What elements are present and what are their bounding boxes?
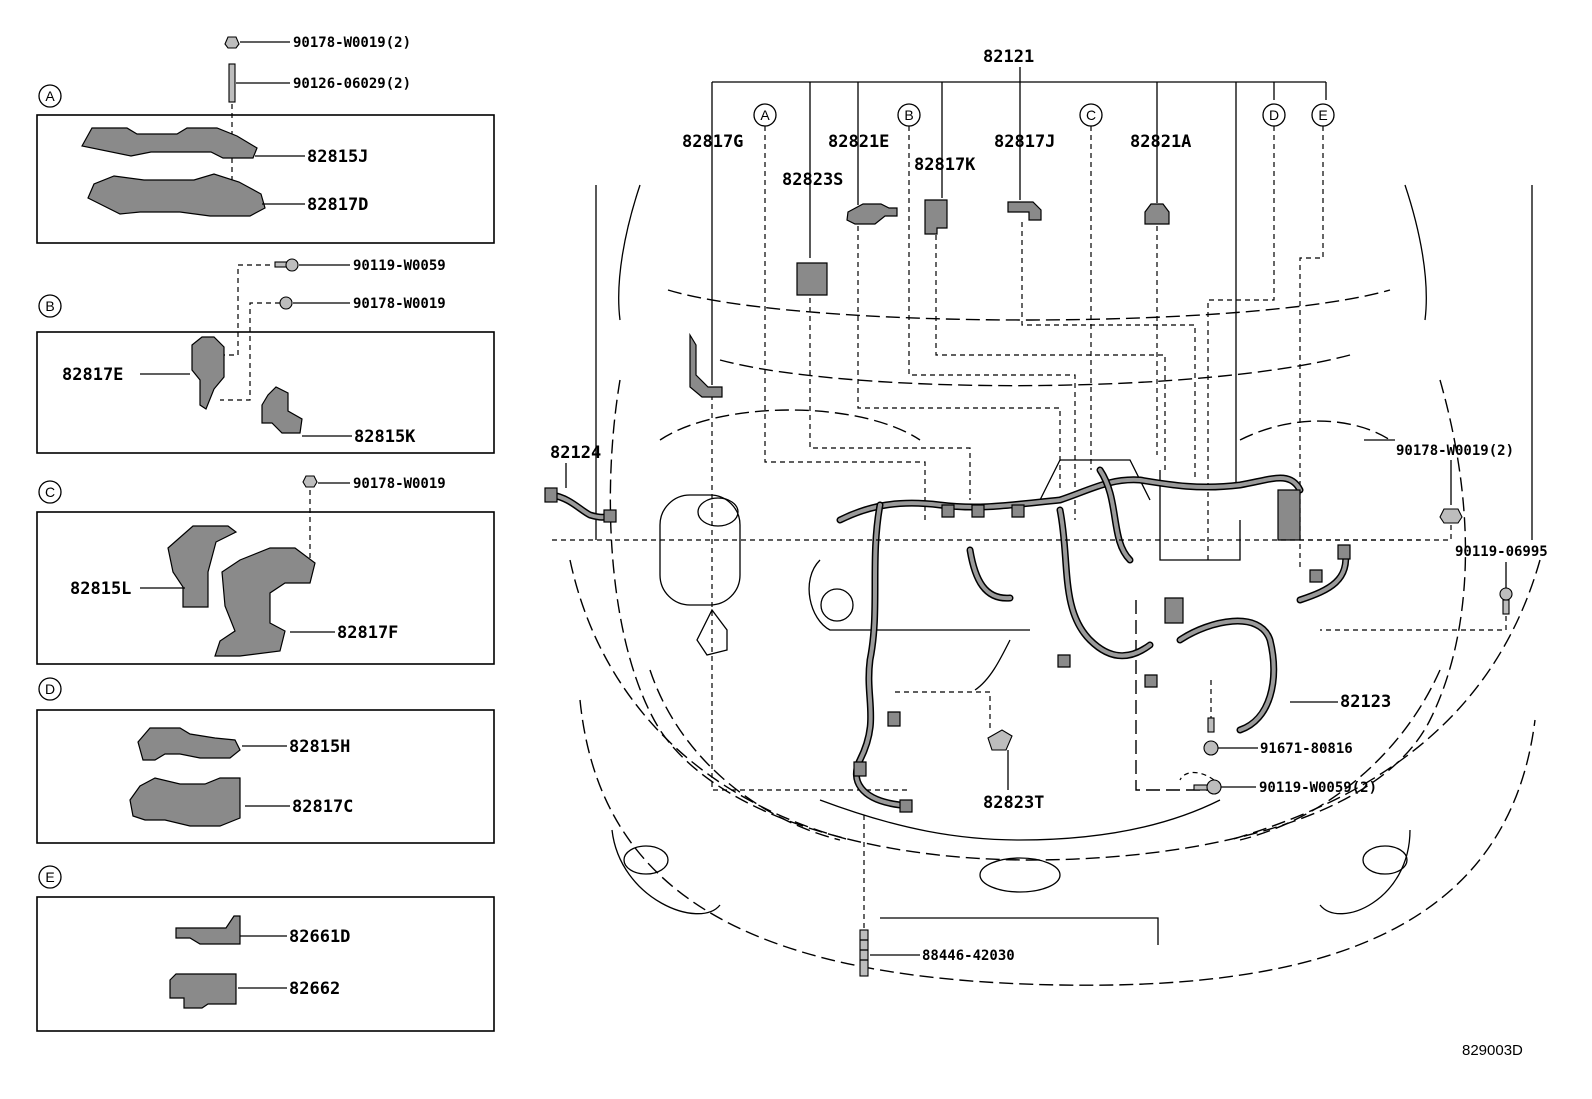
svg-text:A: A xyxy=(760,107,770,123)
fastener-label: 90178-W0019(2) xyxy=(293,35,411,51)
bracket-82815k xyxy=(261,386,303,434)
part-label: 82817J xyxy=(994,132,1055,152)
part-label: 82821A xyxy=(1130,132,1191,152)
part-label: 82823T xyxy=(983,793,1044,813)
holder-82661d xyxy=(175,915,241,945)
bracket-82815j xyxy=(81,127,258,159)
bracket-leaders xyxy=(711,82,1327,482)
panel-letter: A xyxy=(45,88,55,104)
fastener-label: 90119-W0059(2) xyxy=(1259,780,1377,796)
svg-text:B: B xyxy=(904,107,913,123)
fastener-label: 90178-W0019 xyxy=(353,476,446,492)
bracket-82815l xyxy=(167,525,238,608)
panel-e: E 82661D 82662 xyxy=(36,865,495,1032)
part-label: 82124 xyxy=(550,443,601,463)
bracket-82817e xyxy=(191,336,225,410)
part-label: 82817D xyxy=(307,195,368,215)
clamp-82817j xyxy=(1007,201,1042,221)
nut-icon xyxy=(1439,508,1463,524)
part-label: 82821E xyxy=(828,132,889,152)
stud-bolt-icon xyxy=(859,929,869,977)
fastener-label: 91671-80816 xyxy=(1260,741,1353,757)
ref-circle-b: B xyxy=(897,103,921,127)
panel-letter: D xyxy=(45,681,55,697)
bolt-icon xyxy=(1499,587,1513,615)
engine-components xyxy=(659,459,1241,691)
part-label: 82817K xyxy=(914,155,976,175)
fastener-label: 90119-W0059 xyxy=(353,258,446,274)
vehicle-outline xyxy=(569,184,1541,986)
part-label: 82815L xyxy=(70,579,131,599)
part-label: 82661D xyxy=(289,927,350,947)
bracket-82815h xyxy=(137,727,241,761)
svg-text:E: E xyxy=(1318,107,1327,123)
cover-82817c xyxy=(129,777,241,827)
bracket-82817f xyxy=(214,547,316,657)
ref-circle-c: C xyxy=(1079,103,1103,127)
cover-82817d xyxy=(87,173,266,217)
harness-82124 xyxy=(544,487,617,523)
part-label: 82815K xyxy=(354,427,416,447)
panel-letter: B xyxy=(45,298,54,314)
panel-d: D 82815H 82817C xyxy=(36,677,495,844)
nut-icon xyxy=(279,296,293,310)
ref-circle-a: A xyxy=(753,103,777,127)
diagram-reference: 829003D xyxy=(1462,1042,1523,1059)
fastener-label: 90178-W0019(2) xyxy=(1396,443,1514,459)
grommet-82821a xyxy=(1144,203,1170,225)
fastener-label: 90126-06029(2) xyxy=(293,76,411,92)
fastener-label: 88446-42030 xyxy=(922,948,1015,964)
part-label: 82815H xyxy=(289,737,350,757)
panel-b: B 82817E 82815K xyxy=(36,264,495,454)
bolt-icon xyxy=(1193,779,1222,795)
part-label: 82817E xyxy=(62,365,123,385)
panel-a: A 82815J 82817D xyxy=(36,84,495,244)
panel-letter: E xyxy=(45,869,54,885)
part-label: 82123 xyxy=(1340,692,1391,712)
fastener-label: 90178-W0019 xyxy=(353,296,446,312)
holder-82662 xyxy=(169,973,237,1009)
part-label: 82662 xyxy=(289,979,340,999)
ref-circle-d: D xyxy=(1262,103,1286,127)
svg-text:C: C xyxy=(1086,107,1096,123)
main-harness-label: 82121 xyxy=(983,47,1034,67)
reference-leaders xyxy=(711,126,1324,791)
stud-bolt-icon xyxy=(228,63,236,103)
engine-wire-harness xyxy=(689,332,1351,813)
nut-icon xyxy=(224,36,240,49)
bolt-icon xyxy=(274,258,299,272)
part-label: 82815J xyxy=(307,147,368,167)
fastener-label: 90119-06995 xyxy=(1455,544,1548,560)
ref-circle-e: E xyxy=(1311,103,1335,127)
panel-c: C 82815L 82817F xyxy=(36,480,495,665)
part-label: 82817G xyxy=(682,132,743,152)
sensor-82821e xyxy=(846,203,898,225)
clamp-82817k xyxy=(924,199,948,235)
bolt-icon xyxy=(1203,717,1219,756)
nut-icon xyxy=(302,475,318,488)
fuse-82823t xyxy=(987,729,1013,751)
part-label: 82817F xyxy=(337,623,398,643)
part-label: 82823S xyxy=(782,170,843,190)
svg-text:D: D xyxy=(1269,107,1279,123)
connector-82823s xyxy=(796,262,828,296)
part-label: 82817C xyxy=(292,797,353,817)
panel-letter: C xyxy=(45,484,55,500)
